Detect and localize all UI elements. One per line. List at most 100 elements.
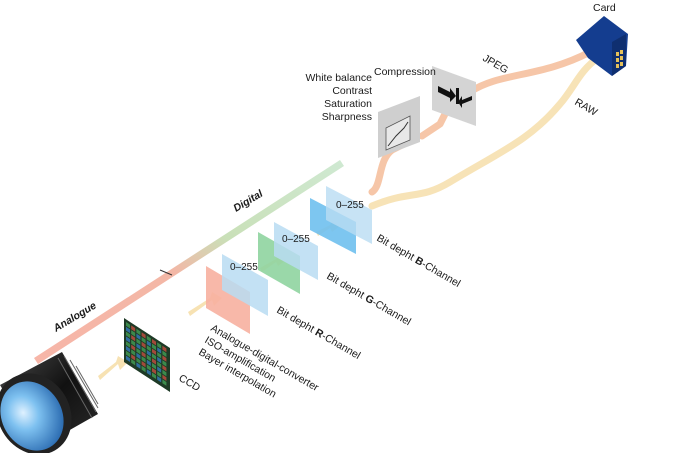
ccd-pixel [136, 348, 141, 355]
ccd-pixel [141, 356, 146, 363]
ccd-pixel [157, 376, 162, 383]
ccd-pixel [131, 344, 136, 351]
ccd-pixel [131, 359, 136, 366]
camera-lens [0, 352, 99, 453]
card-label: Card [593, 2, 616, 14]
ccd-pixel [162, 365, 167, 372]
ccd-pixel [131, 339, 136, 347]
ccd-pixel [146, 359, 151, 366]
ccd-pixel [131, 335, 136, 342]
compress-arrow-left-icon [458, 96, 472, 108]
ccd-pixel [141, 341, 146, 349]
ccd-pixel [146, 354, 151, 362]
ccd-label: CCD [177, 372, 203, 394]
ccd-pixel [126, 336, 130, 343]
tone-curve-icon [387, 121, 409, 147]
ccd-pixel [157, 352, 162, 359]
lens-grip-ridges [57, 355, 99, 419]
ccd-pixel [141, 346, 146, 353]
ccd-pixel [141, 337, 146, 344]
ccd-pixel [136, 357, 141, 364]
b-channel-range: 0–255 [336, 200, 364, 211]
ccd-pixel [126, 326, 130, 334]
saturation-label: Saturation [324, 98, 372, 110]
card-contacts [616, 50, 623, 68]
adc-labels: Analogue-digital-converter ISO-amplifica… [197, 322, 322, 400]
ccd-pixel [157, 342, 162, 349]
ccd-pixel [152, 358, 156, 365]
ccd-pixel [157, 361, 162, 368]
compress-center-bar [456, 88, 459, 104]
ccd-pixel-grid [126, 322, 167, 386]
raw-path [368, 54, 602, 210]
ccd-pixel [141, 351, 146, 358]
ccd-pixel [126, 322, 130, 329]
stage-divider-tick [159, 269, 173, 276]
g-channel-range: 0–255 [282, 234, 310, 245]
compression-label-visible: Compression [374, 66, 436, 78]
ccd-pixel [131, 325, 136, 332]
ccd-pixel [136, 362, 141, 369]
r-channel-range: 0–255 [230, 262, 258, 273]
ccd-sensor: CCD [124, 318, 203, 394]
r-channel-front-plane [222, 254, 268, 316]
ccd-pixel [146, 335, 151, 342]
ccd-pixel [162, 379, 167, 386]
r-channel-back-plane [206, 266, 250, 334]
ccd-pixel [152, 339, 156, 346]
ccd-pixel [126, 350, 130, 358]
ccd-pixel [126, 346, 130, 353]
ccd-pixel [157, 371, 162, 378]
ccd-pixel [162, 345, 167, 353]
memory-card: Card [576, 2, 628, 76]
g-channel-back-plane [258, 232, 300, 294]
ccd-pixel [152, 367, 156, 375]
jpeg-label: JPEG [481, 52, 511, 76]
stage-axis-bar [34, 160, 344, 364]
ccd-pixel [126, 355, 130, 362]
ccd-pixel [146, 364, 151, 371]
ccd-pixel [136, 328, 141, 336]
ccd-pixel [141, 361, 146, 368]
ccd-pixel [146, 340, 151, 347]
ccd-pixel [152, 343, 156, 351]
g-channel-front-plane [274, 222, 318, 280]
ccd-pixel [162, 355, 167, 362]
ccd-pixel [136, 338, 141, 345]
ccd-pixel [152, 353, 156, 360]
r-channel-label: Bit depht R-Channel [275, 304, 363, 362]
compression-panel: Compression [374, 66, 476, 126]
ccd-pixel [136, 333, 141, 340]
g-channel-label: Bit depht G-Channel [325, 270, 413, 328]
ccd-pixel [131, 349, 136, 356]
ccd-pixel [146, 345, 151, 352]
ccd-pixel [152, 372, 156, 379]
ccd-pixel [131, 330, 136, 337]
analogue-label: Analogue [51, 300, 99, 336]
sharpness-label: Sharpness [322, 111, 372, 123]
ccd-pixel [162, 374, 167, 381]
ccd-pixel [162, 369, 167, 377]
lens-to-ccd-arrow [98, 356, 128, 380]
ccd-pixel [162, 350, 167, 357]
b-channel-back-plane [310, 198, 356, 254]
digital-label: Digital [231, 187, 266, 214]
processing-panel: White balance Contrast Saturation Sharpn… [305, 72, 420, 158]
b-channel-label: Bit depht B-Channel [375, 232, 463, 290]
ccd-pixel [126, 331, 130, 338]
ccd-pixel [131, 354, 136, 361]
ccd-pixel [136, 352, 141, 360]
ccd-pixel [162, 360, 167, 367]
ccd-pixel [146, 369, 151, 376]
white-balance-label: White balance [305, 72, 372, 84]
raw-label: RAW [573, 96, 600, 118]
ccd-pixel [157, 366, 162, 373]
ccd-pixel [141, 365, 146, 373]
ccd-pixel [152, 363, 156, 370]
ccd-pixel [136, 343, 141, 350]
contrast-label: Contrast [332, 85, 372, 97]
b-channel-front-plane [326, 186, 372, 244]
ccd-pixel [141, 332, 146, 339]
compress-arrow-right-icon [438, 86, 456, 102]
